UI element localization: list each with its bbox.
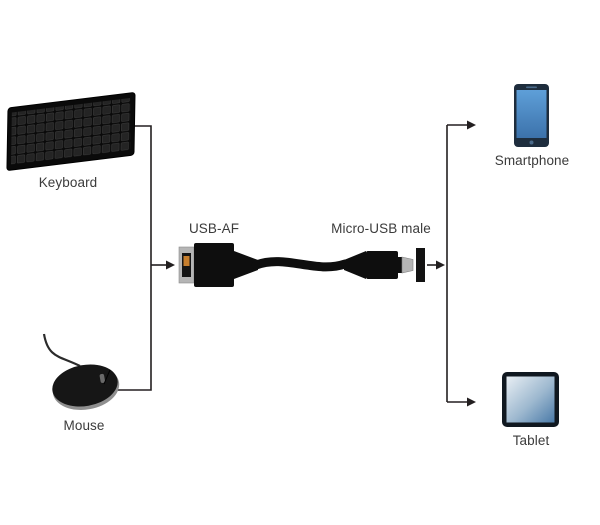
connection-lines bbox=[117, 120, 476, 407]
usb-af-label: USB-AF bbox=[188, 221, 240, 236]
mouse-label: Mouse bbox=[63, 418, 105, 433]
usb-af-body bbox=[194, 243, 234, 287]
smartphone-label: Smartphone bbox=[494, 153, 570, 168]
left-junction-line bbox=[117, 125, 152, 391]
smartphone-graphic bbox=[514, 84, 549, 147]
otg-cable-graphic bbox=[251, 257, 350, 272]
usb-af-connector-graphic bbox=[178, 243, 258, 287]
micro-usb-connector-graphic bbox=[344, 248, 425, 282]
keyboard-label: Keyboard bbox=[38, 175, 98, 190]
micro-usb-metal-tip bbox=[401, 256, 414, 274]
mouse-graphic bbox=[42, 333, 120, 410]
keyboard-graphic bbox=[6, 92, 136, 171]
mouse-button-divider bbox=[103, 369, 111, 385]
mouse-wheel bbox=[99, 373, 106, 383]
micro-usb-label: Micro-USB male bbox=[331, 221, 431, 236]
usb-af-strain-relief bbox=[234, 251, 258, 279]
smartphone-screen bbox=[516, 90, 547, 138]
mouse-cable bbox=[42, 333, 81, 367]
micro-usb-port bbox=[416, 248, 425, 282]
smartphone-speaker bbox=[526, 86, 537, 89]
micro-usb-neck bbox=[396, 257, 402, 273]
smartphone-home-button bbox=[529, 140, 534, 145]
micro-usb-body bbox=[366, 251, 398, 279]
micro-usb-strain-relief bbox=[344, 251, 366, 279]
tablet-graphic bbox=[502, 372, 559, 427]
tablet-label: Tablet bbox=[512, 433, 550, 448]
usb-af-tongue bbox=[183, 256, 190, 266]
tablet-screen bbox=[506, 376, 555, 423]
